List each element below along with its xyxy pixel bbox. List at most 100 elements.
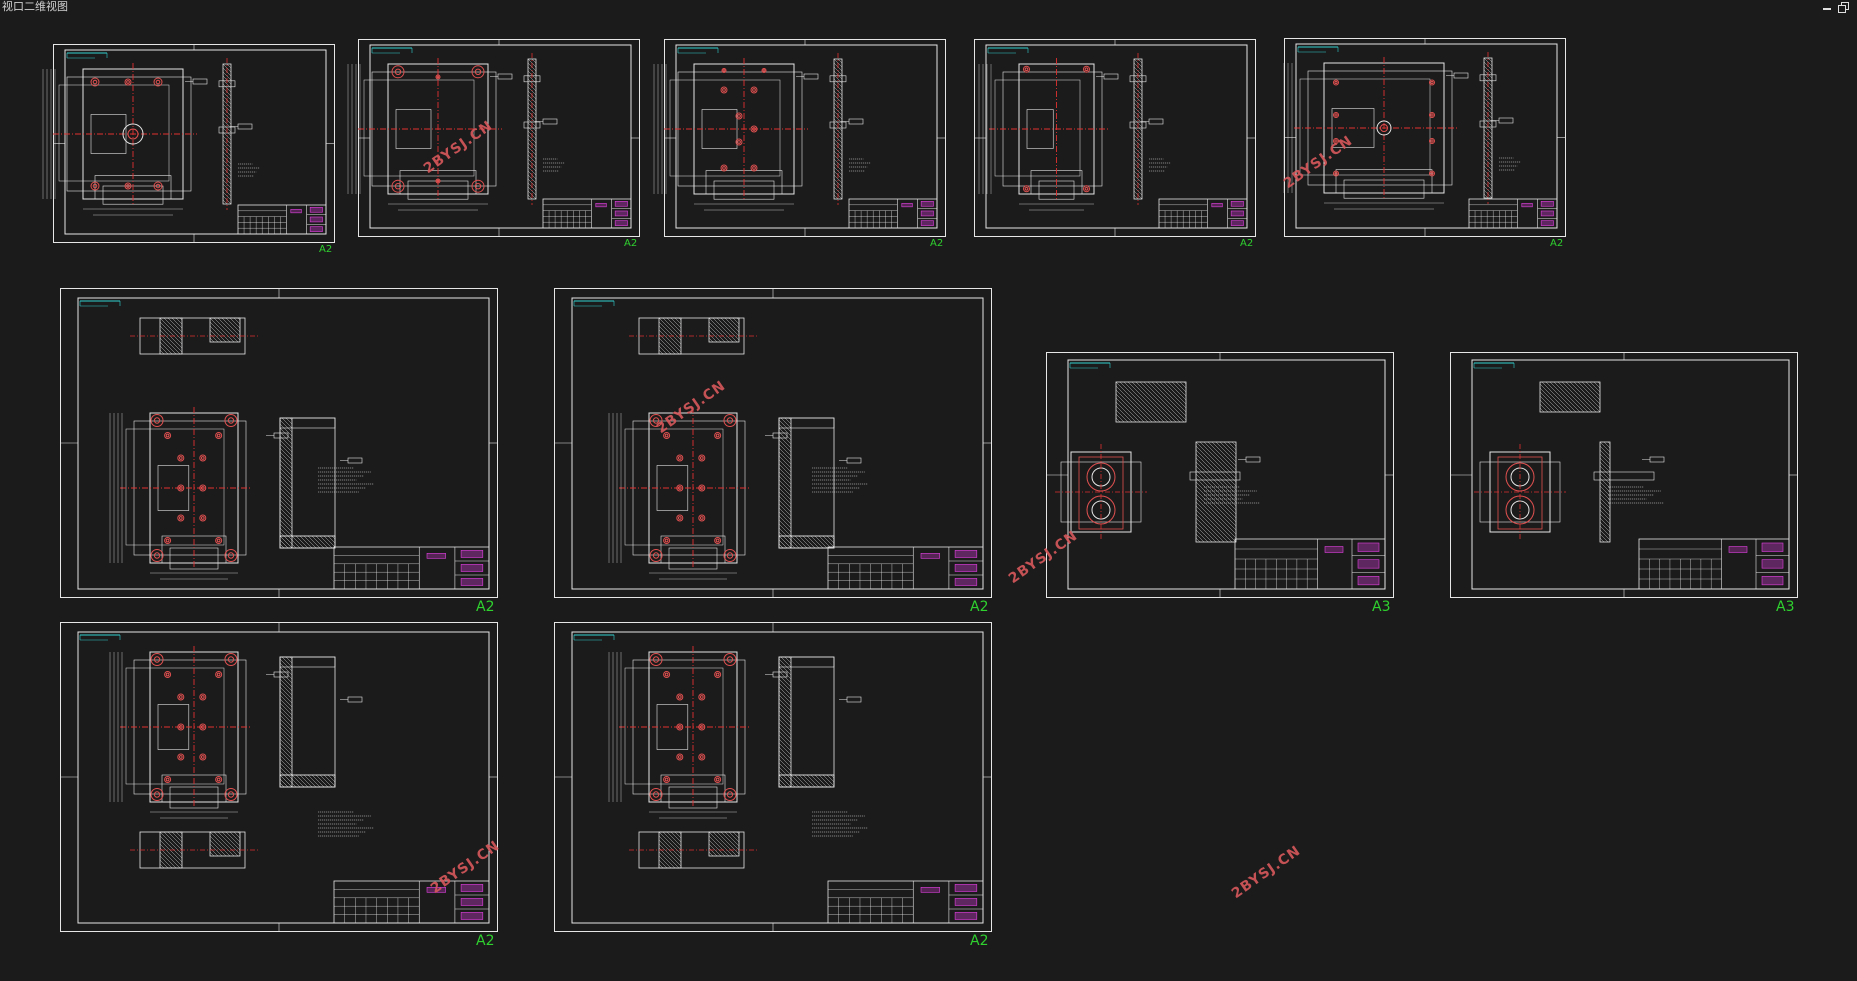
bolt-hole bbox=[676, 514, 684, 522]
drawing-sheet[interactable] bbox=[347, 39, 640, 237]
bolt-hole bbox=[224, 788, 238, 801]
section-hatch bbox=[778, 417, 792, 549]
bolt-hole-inner bbox=[178, 456, 183, 460]
bolt-hole bbox=[124, 78, 132, 86]
sheet-inner-border bbox=[571, 297, 984, 590]
plate-view bbox=[653, 58, 808, 211]
sheet-drawing bbox=[554, 622, 992, 932]
bolt-hole bbox=[750, 125, 758, 133]
side-section-view bbox=[523, 53, 541, 205]
bolt-hole bbox=[750, 86, 758, 94]
sheet-outer-border bbox=[1450, 352, 1798, 598]
section-hatch bbox=[279, 656, 293, 788]
minimize-icon[interactable] bbox=[1822, 2, 1832, 12]
bolt-hole bbox=[471, 65, 485, 79]
bolt-hole bbox=[723, 788, 737, 801]
bolt-hole-inner bbox=[126, 80, 130, 84]
sheet-outer-border bbox=[1046, 352, 1394, 598]
bolt-hole bbox=[676, 454, 684, 462]
section-hatch bbox=[279, 417, 293, 549]
bolt-hole-inner bbox=[1334, 80, 1338, 85]
drawing-sheet[interactable] bbox=[42, 44, 335, 243]
section-hatch bbox=[222, 63, 232, 205]
technical-notes bbox=[1499, 157, 1521, 171]
bolt-hole-inner bbox=[227, 656, 235, 663]
bolt-hole bbox=[698, 514, 706, 522]
plate-view bbox=[1283, 57, 1458, 210]
bolt-hole-inner bbox=[699, 486, 704, 490]
drawing-sheet[interactable] bbox=[1450, 352, 1798, 598]
drawing-sheet[interactable] bbox=[1283, 38, 1566, 237]
bolt-hole-inner bbox=[216, 538, 221, 543]
bolt-hole bbox=[649, 653, 663, 666]
side-section-view bbox=[1479, 52, 1497, 204]
bolt-hole-inner bbox=[664, 433, 669, 438]
dimension-tag bbox=[839, 696, 862, 703]
dimension-tag bbox=[1446, 72, 1469, 79]
technical-notes bbox=[849, 158, 871, 172]
technical-notes bbox=[812, 467, 868, 493]
section-hatch bbox=[1195, 441, 1237, 543]
bolt-hole-inner bbox=[394, 68, 402, 75]
a3-part-view bbox=[1055, 381, 1241, 543]
bolt-hole bbox=[177, 723, 185, 731]
bolt-hole-inner bbox=[227, 791, 235, 798]
drawing-sheet[interactable] bbox=[554, 288, 992, 598]
bolt-hole-inner bbox=[216, 777, 221, 782]
drawing-sheet[interactable] bbox=[554, 622, 992, 932]
bolt-hole bbox=[224, 653, 238, 666]
bolt-hole bbox=[698, 723, 706, 731]
bolt-hole bbox=[1023, 65, 1030, 73]
bolt-hole-inner bbox=[153, 417, 161, 424]
aux-section-view bbox=[629, 317, 759, 355]
sheet-size-label: A2 bbox=[930, 238, 944, 249]
dimension-tag bbox=[841, 118, 864, 125]
drawing-sheet[interactable] bbox=[653, 39, 946, 237]
bolt-hole-inner bbox=[752, 127, 756, 131]
sheet-inner-border bbox=[77, 297, 490, 590]
drawing-sheet[interactable] bbox=[1046, 352, 1394, 598]
bolt-hole-inner bbox=[153, 552, 161, 559]
bolt-hole-inner bbox=[652, 656, 660, 663]
bolt-hole bbox=[714, 537, 722, 544]
bolt-hole-inner bbox=[722, 88, 726, 92]
bolt-hole bbox=[676, 753, 684, 761]
drawing-sheet[interactable] bbox=[974, 39, 1256, 237]
bolt-hole-inner bbox=[664, 672, 669, 677]
bolt-hole bbox=[714, 432, 722, 439]
bolt-hole bbox=[761, 68, 767, 73]
bolt-hole-inner bbox=[722, 166, 726, 170]
bolt-hole bbox=[698, 753, 706, 761]
plate-view bbox=[347, 58, 502, 211]
technical-notes bbox=[1149, 158, 1171, 172]
bolt-hole bbox=[177, 753, 185, 761]
dimension-tag bbox=[765, 432, 788, 439]
sheet-size-label: A2 bbox=[476, 599, 495, 615]
dimension-tag bbox=[230, 123, 253, 130]
bolt-hole bbox=[224, 414, 238, 427]
dimension-tag bbox=[266, 671, 289, 678]
bolt-hole-inner bbox=[1024, 186, 1029, 191]
technical-notes bbox=[318, 811, 374, 837]
bolt-hole-inner bbox=[178, 486, 183, 490]
bolt-hole bbox=[735, 138, 743, 146]
sheet-drawing bbox=[60, 288, 498, 598]
section-hatch bbox=[209, 317, 241, 343]
bolt-hole bbox=[177, 693, 185, 701]
bolt-hole bbox=[714, 776, 722, 783]
aux-section-view bbox=[130, 831, 260, 869]
bolt-hole bbox=[215, 776, 223, 783]
bolt-hole bbox=[649, 414, 663, 427]
bolt-hole bbox=[150, 549, 164, 562]
drawing-sheet[interactable] bbox=[60, 622, 498, 932]
viewport-title: 视口二维视图 bbox=[2, 0, 68, 13]
dimension-tag bbox=[185, 78, 208, 85]
drawing-sheet[interactable] bbox=[60, 288, 498, 598]
side-section-view bbox=[218, 58, 236, 210]
bolt-hole-inner bbox=[216, 672, 221, 677]
bolt-hole-inner bbox=[715, 672, 720, 677]
aux-section-view bbox=[130, 317, 260, 355]
bolt-hole-inner bbox=[722, 69, 726, 72]
restore-icon[interactable] bbox=[1838, 2, 1849, 13]
bolt-hole bbox=[199, 753, 207, 761]
